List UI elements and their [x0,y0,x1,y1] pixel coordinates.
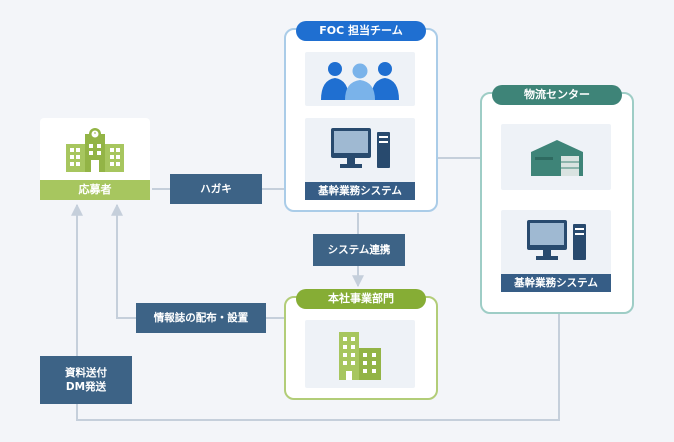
foc-team-title: FOC 担当チーム [296,21,426,41]
team-tile [305,52,415,106]
tag-docs: 資料送付 DM発送 [40,356,132,404]
applicant-card: 応募者 [40,118,150,200]
arrow-docs [71,203,560,421]
foc-system-label: 基幹業務システム [305,182,415,200]
logistics-title: 物流センター [492,85,622,105]
warehouse-tile [501,124,611,190]
foc-system-tile: 基幹業務システム [305,118,415,200]
computer-icon [331,128,390,168]
logistics-system-label: 基幹業務システム [501,274,611,292]
office-buildings-icon [339,332,381,380]
tag-system-link: システム連携 [313,234,405,266]
headquarters-tile [305,320,415,388]
computer-icon [527,220,586,260]
applicant-label: 応募者 [40,180,150,200]
tag-docs-line1: 資料送付 [65,367,107,379]
arrow-magazine [111,203,292,319]
tag-postcard: ハガキ [170,174,262,204]
tag-magazine: 情報誌の配布・設置 [136,303,266,333]
school-building-icon [66,128,124,172]
headquarters-title: 本社事業部門 [296,289,426,309]
tag-docs-line2: DM発送 [65,381,107,393]
team-people-icon [321,62,399,100]
warehouse-icon [531,140,583,176]
logistics-system-tile: 基幹業務システム [501,210,611,292]
